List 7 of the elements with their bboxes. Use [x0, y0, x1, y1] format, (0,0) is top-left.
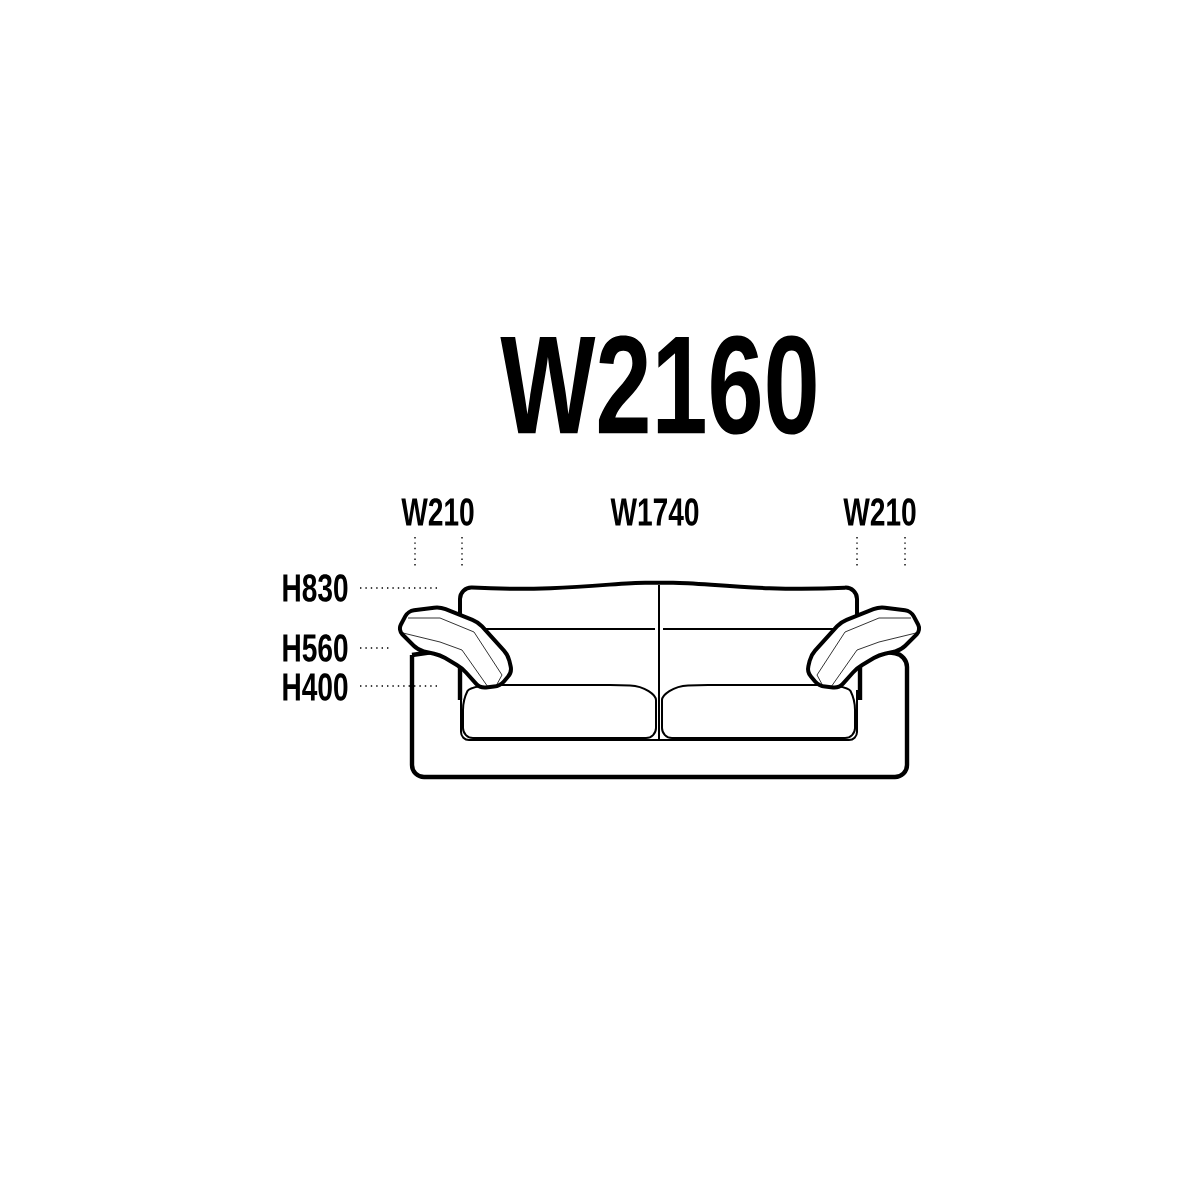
- dimension-label: W210: [843, 498, 916, 526]
- dimension-label: H560: [283, 634, 348, 662]
- dimension-label: W210: [401, 498, 474, 526]
- dimension-label: H400: [283, 673, 348, 701]
- dimension-label: H830: [283, 574, 348, 602]
- dimension-label: W2160: [500, 335, 816, 435]
- dimension-label: W1740: [610, 498, 699, 526]
